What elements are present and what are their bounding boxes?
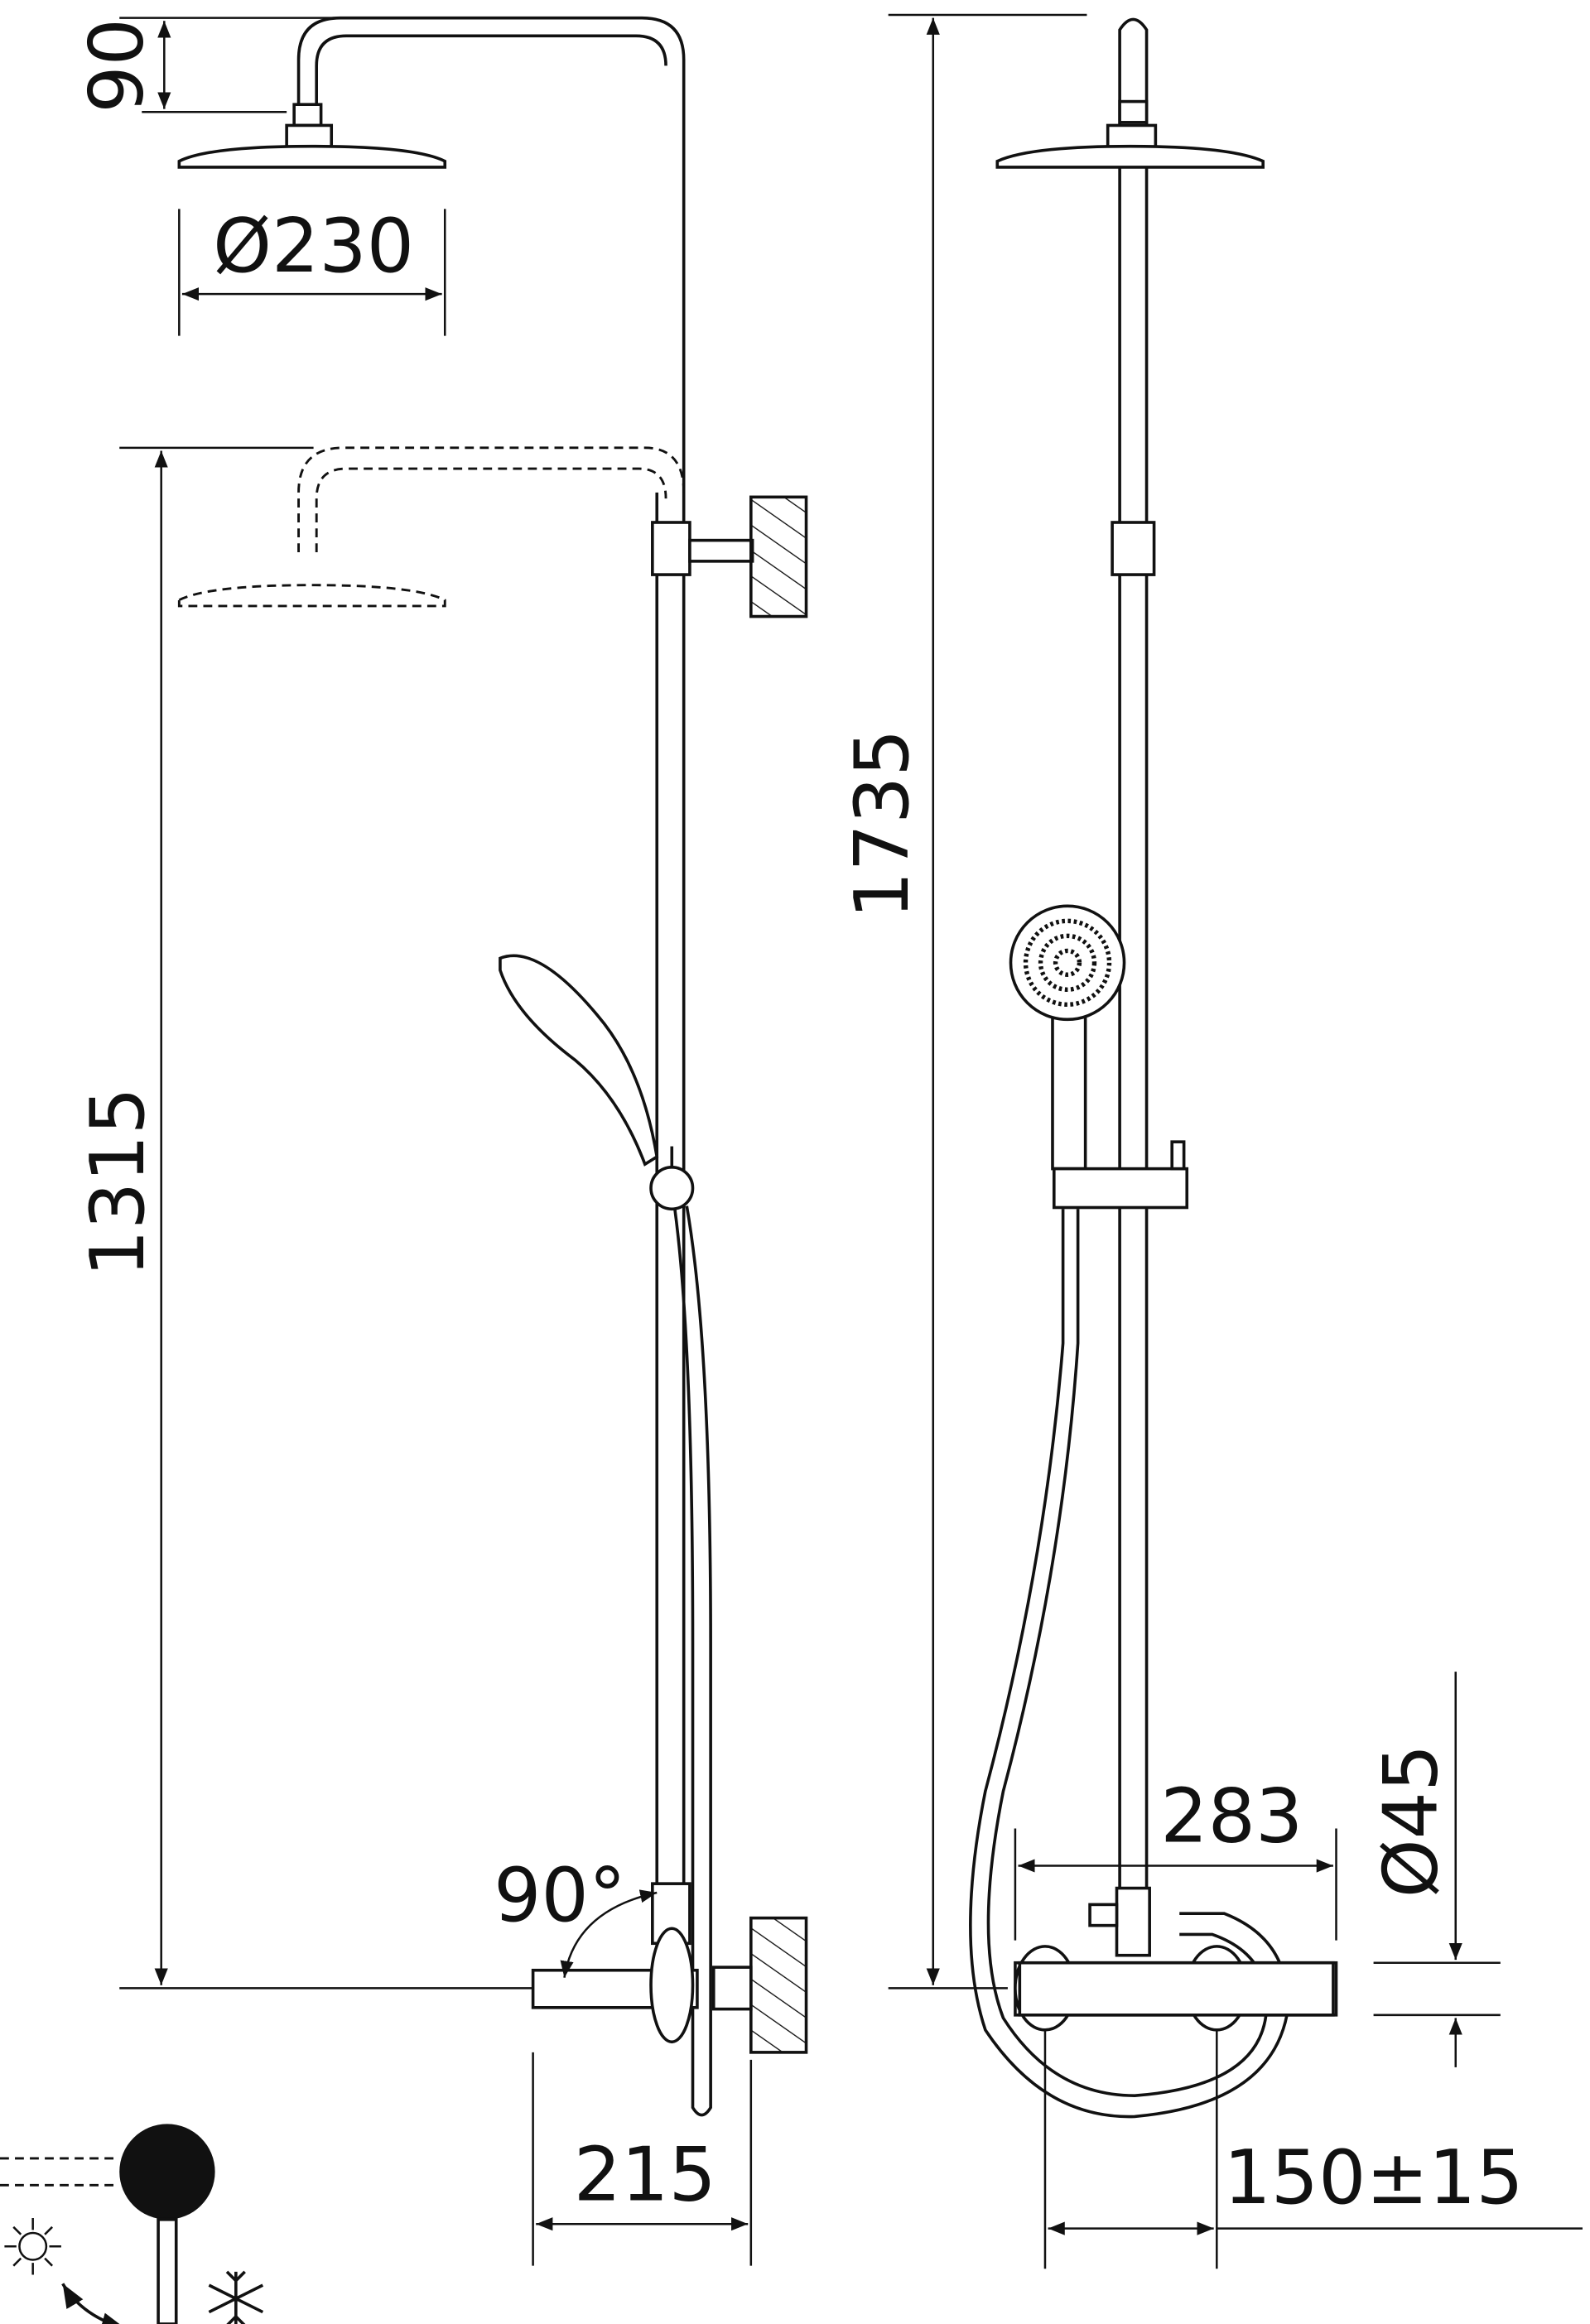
shower-arm <box>296 16 686 1985</box>
dimension-label-head-drop: 90 <box>73 18 160 113</box>
wall-bracket-top <box>651 495 808 618</box>
dimension-label-bar-height: 1315 <box>75 1087 161 1277</box>
rain-shower-head <box>177 103 447 169</box>
pipe-sleeve <box>1111 521 1156 576</box>
dimension-head-diameter: Ø230 <box>178 203 446 336</box>
riser-pipe <box>1118 17 1149 1941</box>
dimension-label-total-height: 1735 <box>839 729 926 918</box>
rain-shower-head-front <box>995 99 1265 169</box>
dimension-label-mixer-width: 283 <box>1160 1773 1303 1860</box>
cold-snowflake-icon <box>208 2270 264 2324</box>
dimension-inlet-spacing: 150±15 <box>1043 2029 1583 2269</box>
dimension-label-mixer-projection: 215 <box>574 2131 716 2218</box>
hand-shower-side <box>499 954 712 2117</box>
dimension-label-inlet-spacing: 150±15 <box>1223 2134 1523 2221</box>
mixer-front <box>1014 1886 1338 2032</box>
lowered-head-position-dashed <box>177 446 686 608</box>
dimension-mixer-diameter: Ø45 <box>1367 1672 1501 2067</box>
dimension-label-mixer-diameter: Ø45 <box>1367 1744 1454 1898</box>
lever-legend <box>0 2124 264 2324</box>
lever-rotation-arrow-icon <box>61 2283 126 2324</box>
mixer-side: 90° <box>494 1852 808 2054</box>
dimension-mixer-projection: 215 <box>532 2052 753 2266</box>
dimension-mixer-width: 283 <box>1014 1773 1337 1941</box>
hot-sun-icon <box>4 2217 61 2275</box>
dimension-label-head-diameter: Ø230 <box>213 203 414 290</box>
dimension-head-drop: 90 <box>73 17 538 113</box>
front-view: 1735 <box>839 13 1583 2269</box>
dimension-bar-height: 1315 <box>75 446 533 1990</box>
lever-knob-icon <box>119 2124 215 2220</box>
side-view: 90 Ø230 1315 <box>73 16 808 2266</box>
dimension-total-height: 1735 <box>839 13 1087 1990</box>
dimension-label-rotation-angle: 90° <box>494 1852 626 1939</box>
